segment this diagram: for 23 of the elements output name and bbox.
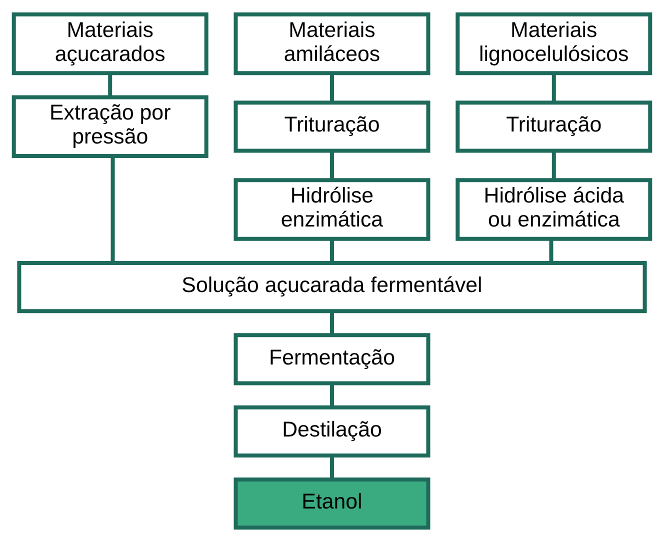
connector <box>330 150 334 180</box>
node-box: Fermentação <box>234 332 430 385</box>
node-box: Trituração <box>456 100 652 152</box>
connector <box>549 238 554 262</box>
node-box: Extração por pressão <box>12 94 208 158</box>
node-box: Destilação <box>234 404 430 457</box>
node-box: Hidrólise ácida ou enzimática <box>456 178 652 240</box>
connector <box>330 72 334 102</box>
node-box: Trituração <box>234 100 430 152</box>
connector <box>552 150 556 180</box>
connector <box>108 72 112 96</box>
connector <box>330 455 334 479</box>
node-box: Materiais lignocelulósicos <box>456 12 652 75</box>
connector <box>330 383 334 406</box>
connector <box>552 72 556 102</box>
connector <box>330 238 334 262</box>
connector <box>110 156 115 262</box>
node-box: Materiais amiláceos <box>234 12 430 75</box>
node-box: Solução açucarada fermentável <box>17 260 647 313</box>
node-box: Materiais açucarados <box>12 12 208 75</box>
node-box: Etanol <box>234 477 430 530</box>
node-box: Hidrólise enzimática <box>234 178 430 240</box>
connector <box>330 310 334 334</box>
